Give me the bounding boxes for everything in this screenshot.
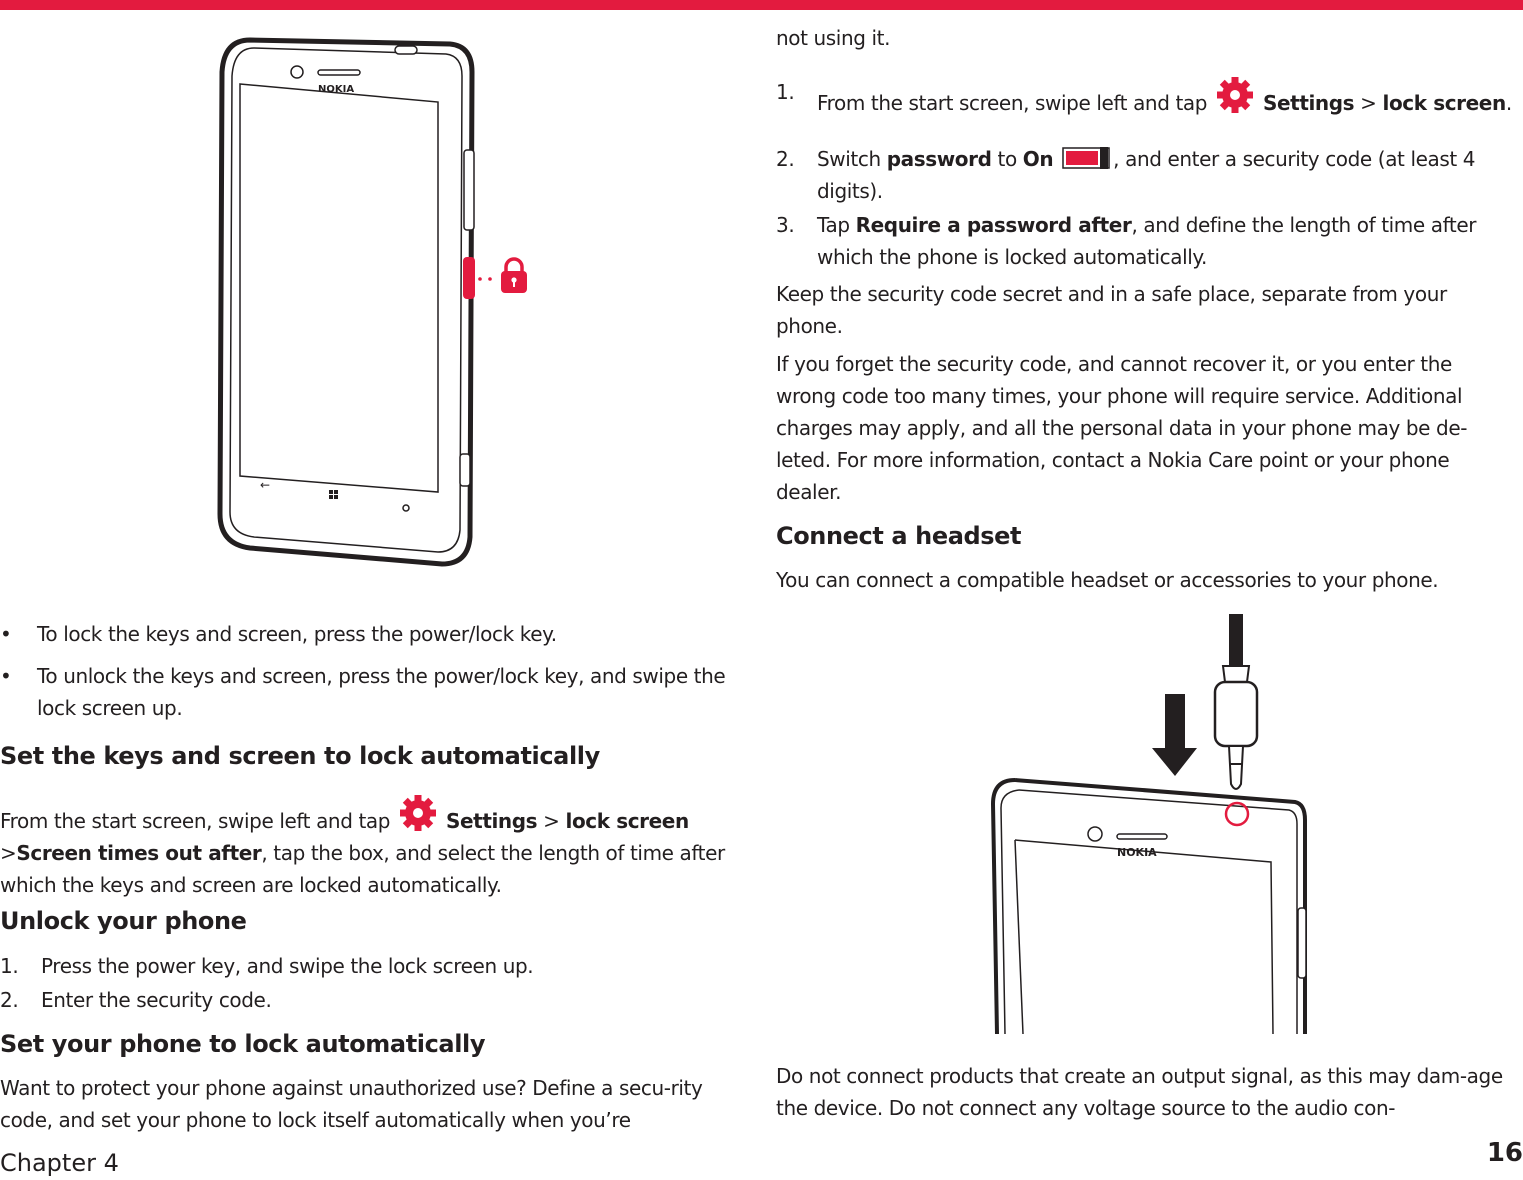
step-number: 1. — [776, 80, 795, 104]
section-heading-lock-automatically: Set the keys and screen to lock automati… — [0, 742, 600, 770]
toggle-on-icon — [1062, 147, 1110, 169]
warning-paragraph: Do not connect products that create an o… — [776, 1064, 1503, 1120]
bullet-marker: • — [0, 664, 12, 688]
top-accent-bar — [0, 0, 1523, 10]
bullet-text: To lock the keys and screen, press the p… — [37, 622, 557, 646]
power-lock-key — [463, 257, 475, 299]
section-heading-lock-phone: Set your phone to lock automatically — [0, 1030, 486, 1058]
windows-icon — [329, 490, 338, 499]
gear-icon — [400, 795, 437, 831]
separator: > — [0, 841, 17, 865]
security-code-paragraph: Keep the security code secret and in a s… — [776, 282, 1447, 338]
section-heading-unlock-phone: Unlock your phone — [0, 907, 247, 935]
settings-label: Settings — [1262, 91, 1355, 115]
step-text: Enter the security code. — [41, 988, 272, 1012]
step-number: 3. — [776, 213, 795, 237]
headset-plug — [1213, 614, 1259, 790]
section1-text-end: , tap the box, and select the length of … — [0, 841, 725, 897]
screen-times-out-label: Screen times out after — [16, 841, 262, 865]
back-icon: ← — [260, 478, 270, 492]
continued-text: not using it. — [776, 26, 891, 50]
require-password-label: Require a password after — [855, 213, 1132, 237]
page-number: 16 — [1486, 1138, 1523, 1168]
chapter-label: Chapter 4 — [0, 1149, 119, 1177]
step3-text-end: , and define the length of time after wh… — [817, 213, 1477, 269]
audio-connector-highlight — [1224, 801, 1250, 827]
phone-brand-label: NOKIA — [1117, 846, 1157, 859]
section-heading-connect-headset: Connect a headset — [776, 522, 1022, 550]
step2-text-start: Switch — [817, 147, 881, 171]
step2-to: to — [997, 147, 1018, 171]
step-text: From the start screen, swipe left and ta… — [817, 76, 1517, 119]
step-number: 1. — [0, 954, 19, 978]
bullet-marker: • — [0, 622, 12, 646]
step1-text-start: From the start screen, swipe left and ta… — [817, 91, 1208, 115]
section3-paragraph: Want to protect your phone against unaut… — [0, 1076, 703, 1132]
on-label: On — [1022, 147, 1054, 171]
forget-code-paragraph: If you forget the security code, and can… — [776, 352, 1468, 504]
step-number: 2. — [0, 988, 19, 1012]
step-text: Press the power key, and swipe the lock … — [41, 954, 534, 978]
settings-label: Settings — [445, 809, 538, 833]
bullet-text: To unlock the keys and screen, press the… — [37, 664, 726, 720]
step-number: 2. — [776, 147, 795, 171]
step3-text-start: Tap — [817, 213, 850, 237]
password-label: password — [886, 147, 992, 171]
separator: > — [1360, 91, 1377, 115]
phone-lock-key-illustration: NOKIA ← — [217, 37, 527, 567]
lock-screen-label: lock screen — [565, 809, 690, 833]
down-arrow-icon — [1152, 694, 1197, 776]
separator: > — [543, 809, 560, 833]
step-text: Switch password to On , and enter a secu… — [817, 143, 1517, 207]
step2-text-end: , and enter a security code (at least 4 … — [817, 147, 1476, 203]
lock-icon — [501, 257, 527, 293]
phone-brand-label: NOKIA — [318, 84, 354, 95]
search-icon — [402, 504, 410, 512]
section1-paragraph: From the start screen, swipe left and ta… — [0, 794, 735, 901]
headset-connection-illustration: NOKIA — [990, 614, 1307, 1034]
lock-screen-label: lock screen — [1382, 91, 1507, 115]
gear-icon — [1217, 77, 1254, 113]
headset-paragraph: You can connect a compatible headset or … — [776, 568, 1439, 592]
step1-text-end: . — [1505, 91, 1512, 115]
section1-text-start: From the start screen, swipe left and ta… — [0, 809, 391, 833]
step-text: Tap Require a password after, and define… — [817, 209, 1521, 273]
